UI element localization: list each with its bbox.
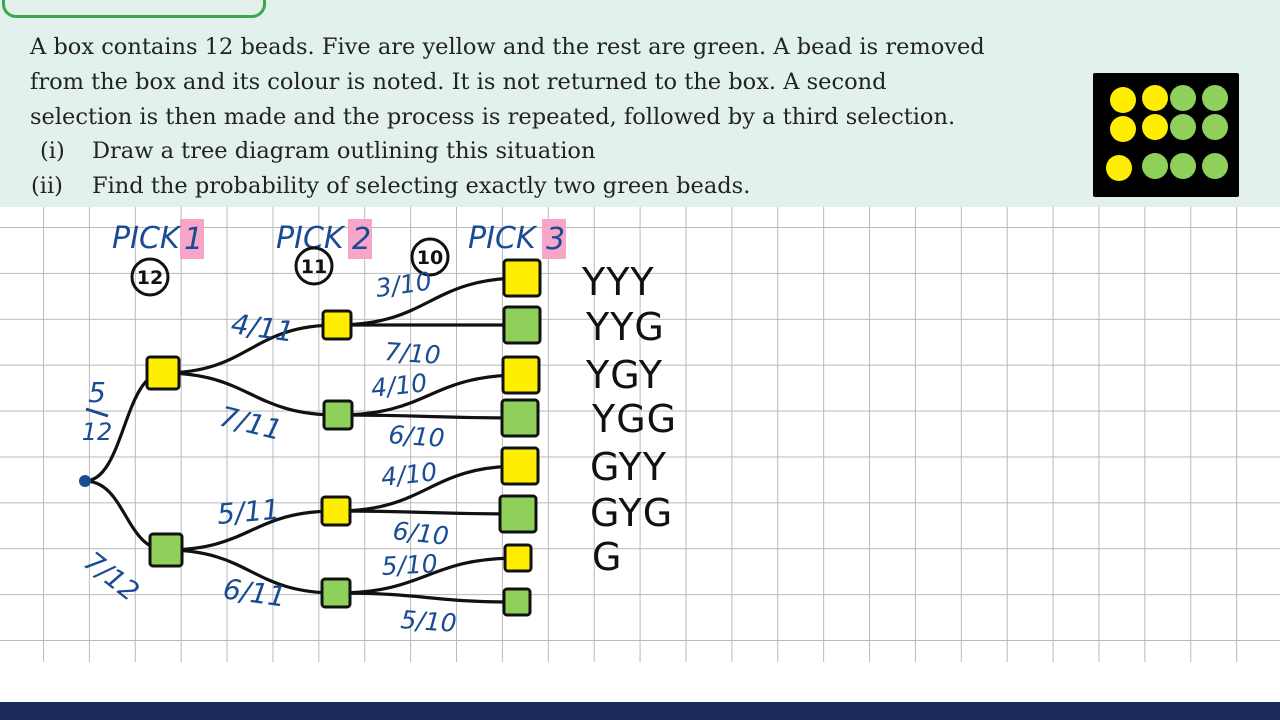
bead-node-pick1-green	[148, 532, 184, 568]
prob-pick3-green: 7/10	[384, 337, 442, 370]
total-beads-count: 10	[417, 247, 443, 269]
prob-pick2-green: 6/11	[221, 572, 288, 613]
bead-node-pick3-yellow	[500, 446, 540, 486]
branch-pick3	[334, 556, 520, 595]
branch-pick2	[161, 323, 339, 375]
bead-green	[1170, 114, 1196, 140]
outcome-label: GYG	[590, 491, 673, 535]
part-i-text: Draw a tree diagram outlining this situa…	[92, 138, 596, 164]
part-ii-text: Find the probability of selecting exactl…	[92, 173, 751, 199]
bead-node-pick3-green	[500, 398, 540, 438]
pick-label: PICK	[276, 221, 346, 256]
prob-pick3-yellow: 3/10	[374, 266, 434, 303]
bead-node-pick3-yellow	[503, 543, 533, 573]
total-beads-count: 11	[301, 256, 327, 278]
question-line-1: A box contains 12 beads. Five are yellow…	[30, 34, 985, 60]
pick-number: 2	[352, 222, 371, 257]
outcome-label: YYY	[581, 260, 655, 304]
pick-number: 1	[184, 222, 203, 257]
bead-node-pick2-green	[320, 577, 352, 609]
total-circle	[410, 237, 450, 277]
prob-pick2-yellow: 4/11	[229, 307, 296, 348]
bead-green	[1202, 153, 1228, 179]
grid-paper	[0, 207, 1280, 662]
bead-yellow	[1110, 116, 1136, 142]
bead-green	[1170, 153, 1196, 179]
question-panel: A box contains 12 beads. Five are yellow…	[0, 0, 1280, 207]
prob-pick1-yellow-numerator: 5	[88, 376, 106, 409]
question-line-2: from the box and its colour is noted. It…	[30, 69, 887, 95]
bead-node-pick3-green	[498, 494, 538, 534]
branch-pick3	[336, 413, 522, 420]
branch-pick3	[334, 591, 519, 604]
branch-pick3	[334, 464, 522, 513]
bead-node-pick2-green	[322, 399, 354, 431]
prob-pick2-green: 7/11	[216, 400, 285, 447]
question-line-3: selection is then made and the process i…	[30, 104, 956, 130]
prob-pick3-yellow: 5/10	[381, 549, 439, 581]
part-i-label: (i)	[40, 138, 65, 164]
total-circle	[294, 246, 334, 286]
pick-number: 3	[546, 222, 565, 257]
outcome-label: YGY	[585, 353, 663, 397]
bead-node-pick2-yellow	[321, 309, 353, 341]
bead-green	[1202, 114, 1228, 140]
branch-pick3	[336, 373, 523, 417]
prob-pick2-yellow: 5/11	[216, 493, 282, 531]
prob-pick3-yellow: 4/10	[370, 368, 429, 403]
prob-pick1-yellow-bar	[85, 407, 109, 418]
bead-node-pick1-yellow	[145, 355, 181, 391]
prob-pick1-green: 7/12	[78, 546, 145, 608]
pick-label: PICK	[468, 221, 538, 256]
bead-node-pick3-yellow	[502, 258, 542, 298]
prob-pick3-green: 5/10	[400, 605, 458, 638]
footer-bar	[0, 702, 1280, 720]
bead-node-pick3-green	[502, 305, 542, 345]
total-circle	[130, 257, 170, 297]
bead-node-pick2-yellow	[320, 495, 352, 527]
bead-node-pick3-green	[502, 587, 532, 617]
bottom-margin	[0, 662, 1280, 702]
prob-pick3-green: 6/10	[388, 420, 446, 453]
bead-green	[1202, 85, 1228, 111]
title-tab	[2, 0, 266, 18]
bead-yellow	[1142, 114, 1168, 140]
bead-node-pick3-yellow	[501, 355, 541, 395]
root-dot	[79, 475, 91, 487]
branch-pick2	[164, 509, 338, 552]
prob-pick1-yellow-denominator: 12	[82, 418, 113, 446]
bead-yellow	[1142, 85, 1168, 111]
branch-pick3	[335, 276, 524, 327]
total-beads-count: 12	[137, 267, 163, 289]
pick-number-highlight	[348, 219, 372, 259]
outcome-label: YYG	[585, 305, 665, 349]
branch-pick2	[164, 548, 338, 595]
beads-box-illustration	[1093, 73, 1239, 197]
outcome-label: G	[592, 535, 622, 579]
prob-pick3-green: 6/10	[391, 516, 450, 551]
bead-yellow	[1106, 155, 1132, 181]
pick-number-highlight	[542, 219, 566, 259]
bead-green	[1142, 153, 1168, 179]
bead-yellow	[1110, 87, 1136, 113]
pick-label: PICK	[112, 221, 182, 256]
branch-pick3	[334, 509, 520, 516]
prob-pick3-yellow: 4/10	[380, 457, 439, 492]
part-ii-label: (ii)	[31, 173, 63, 199]
bead-green	[1170, 85, 1196, 111]
branch-pick2	[161, 371, 340, 417]
beads-svg	[1106, 85, 1228, 181]
pick-number-highlight	[180, 219, 204, 259]
outcome-label: YGG	[591, 397, 677, 441]
outcome-label: GYY	[590, 445, 667, 489]
